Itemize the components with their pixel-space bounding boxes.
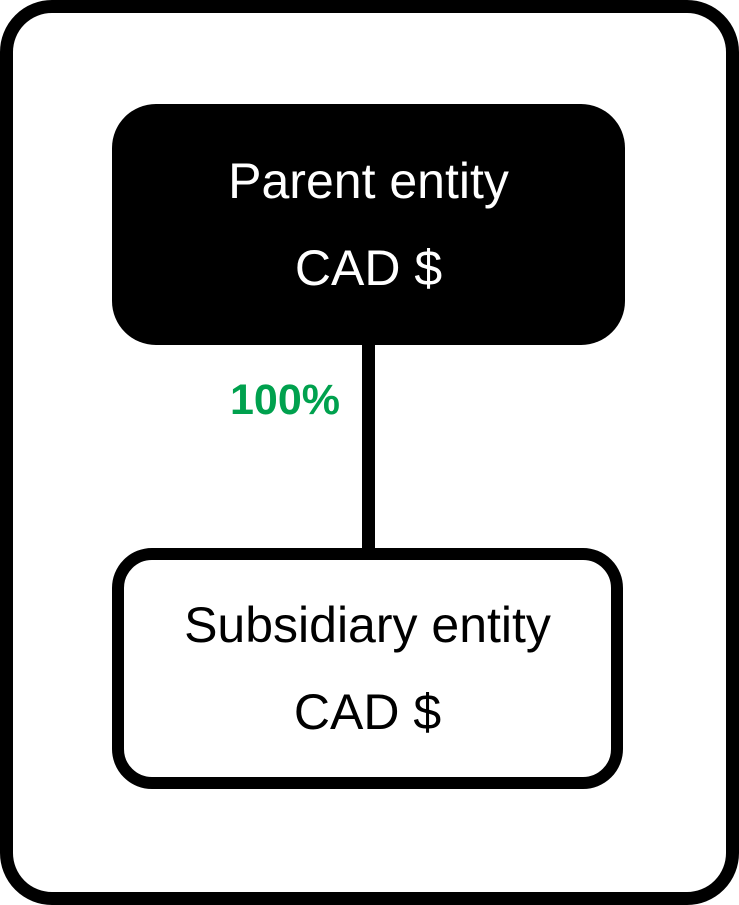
parent-entity-name: Parent entity	[228, 152, 509, 209]
ownership-connector-line	[362, 344, 375, 550]
subsidiary-entity-node: Subsidiary entity CAD $	[112, 548, 623, 789]
parent-entity-node: Parent entity CAD $	[112, 104, 625, 345]
subsidiary-entity-name: Subsidiary entity	[184, 596, 551, 653]
parent-entity-currency: CAD $	[294, 239, 443, 296]
ownership-percentage-label: 100%	[230, 376, 340, 424]
subsidiary-entity-currency: CAD $	[293, 683, 442, 740]
